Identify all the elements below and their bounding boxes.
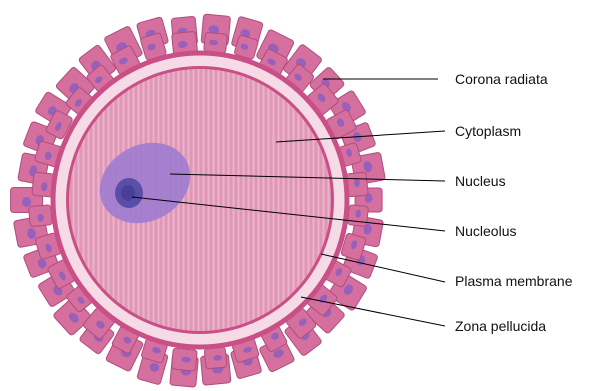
plasma-membrane-label: Plasma membrane	[455, 273, 573, 289]
corona-cell	[171, 348, 197, 371]
corona-cell	[28, 205, 52, 227]
corona-cell	[348, 205, 369, 227]
corona-cell	[204, 347, 227, 369]
cytoplasm-label: Cytoplasm	[455, 123, 521, 139]
zona-pellucida-label: Zona pellucida	[455, 318, 546, 334]
nucleolus-label: Nucleolus	[455, 223, 516, 239]
labels: Corona radiata Cytoplasm Nucleus Nucleol…	[455, 71, 573, 334]
corona-radiata-label: Corona radiata	[455, 71, 548, 87]
nucleus-label: Nucleus	[455, 173, 506, 189]
nucleolus-center	[121, 185, 135, 201]
corona-cell	[204, 32, 228, 53]
corona-cell	[346, 172, 368, 197]
